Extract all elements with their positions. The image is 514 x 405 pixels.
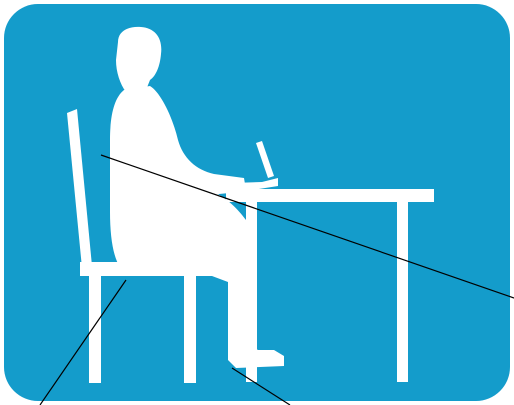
chair-leg-back [184,272,196,383]
desk-leg-back [397,200,408,382]
chair-leg-front [89,272,101,383]
